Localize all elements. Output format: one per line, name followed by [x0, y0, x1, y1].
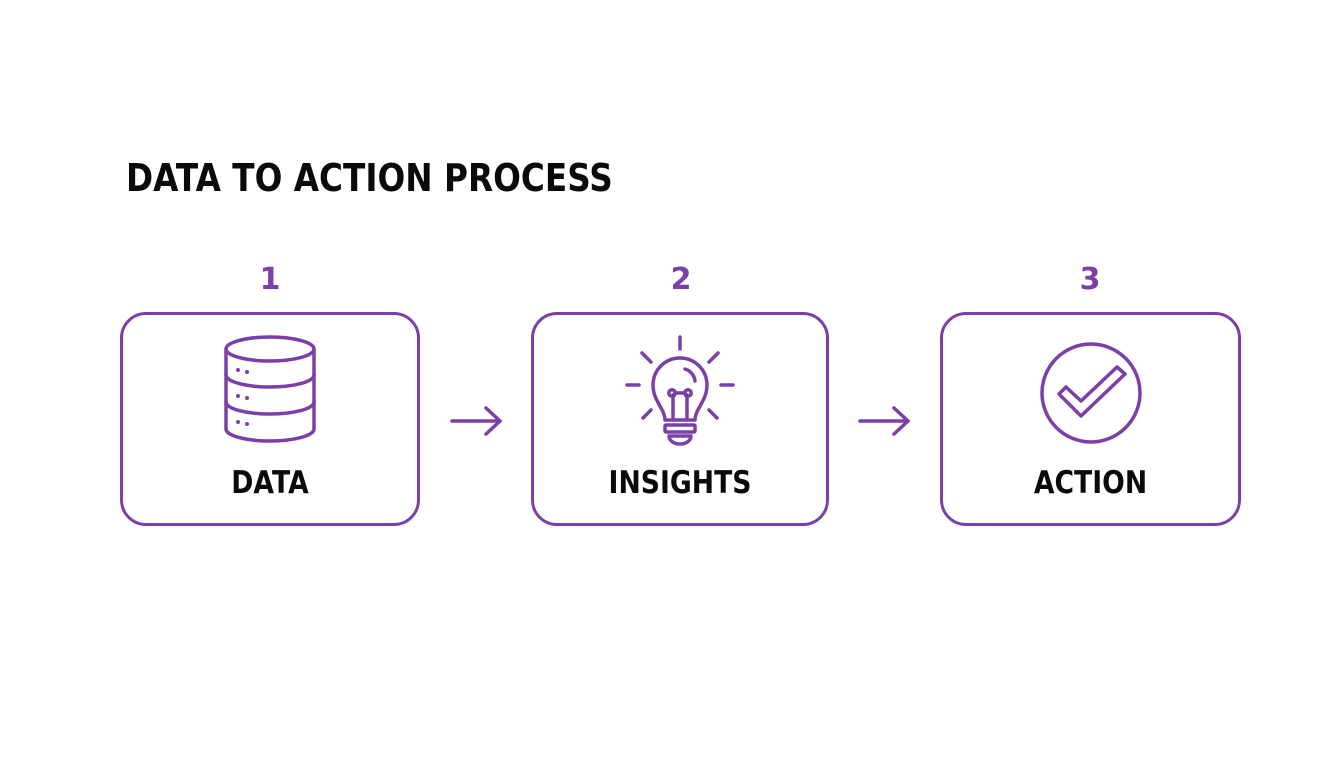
step-label-action: ACTION — [1033, 465, 1148, 501]
step-number-3: 3 — [1079, 262, 1101, 297]
step-box-insights: INSIGHTS — [531, 312, 829, 526]
step-number-1: 1 — [259, 262, 281, 297]
check-circle-icon — [1039, 341, 1143, 449]
step-label-data: DATA — [231, 465, 309, 501]
step-number-2: 2 — [670, 262, 692, 297]
step-label-insights: INSIGHTS — [608, 465, 752, 501]
step-box-data: DATA — [120, 312, 420, 526]
diagram-title: DATA TO ACTION PROCESS — [126, 156, 613, 200]
arrow-right-icon — [448, 404, 504, 442]
database-icon — [220, 333, 320, 449]
lightbulb-icon — [625, 333, 735, 455]
arrow-right-icon — [856, 404, 912, 442]
step-box-action: ACTION — [940, 312, 1241, 526]
